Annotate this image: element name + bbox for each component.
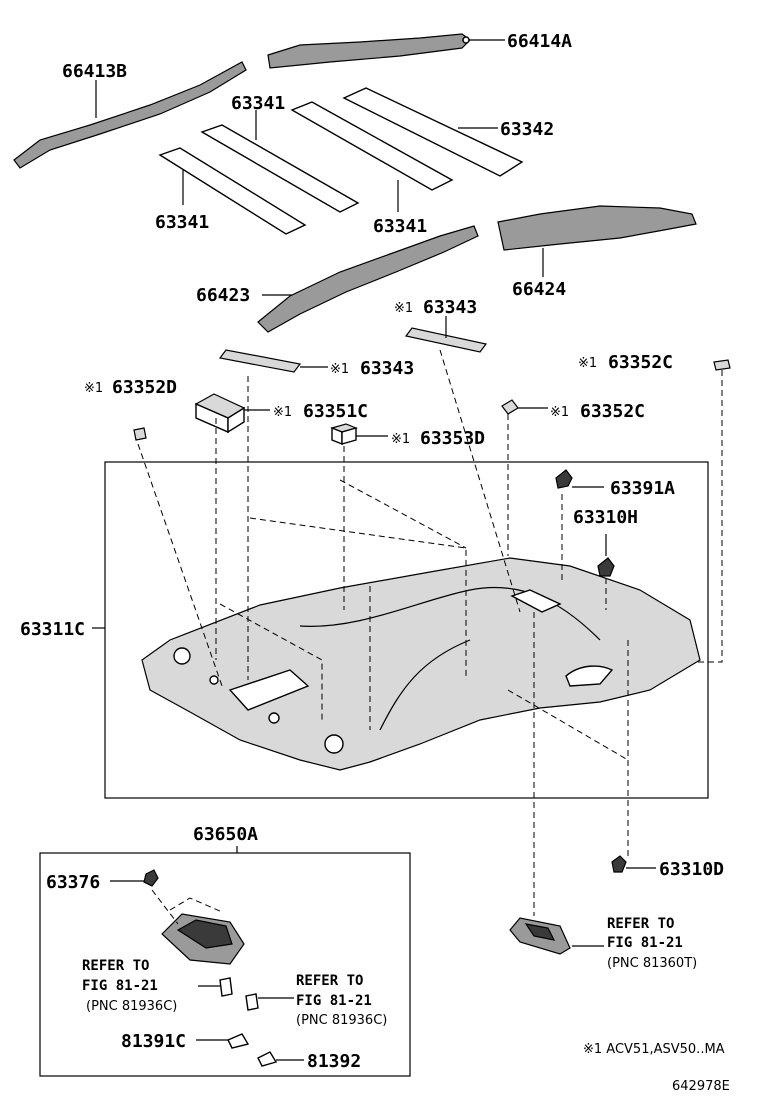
footnote: ※1 ACV51,ASV50..MA <box>583 1042 725 1057</box>
pad-63341-left <box>158 147 307 235</box>
label-63342: 63342 <box>500 119 554 140</box>
label-63352D: 63352D <box>112 377 177 398</box>
clip-63352C-top <box>713 359 731 371</box>
ref3-line3: (PNC 81360T) <box>607 956 697 971</box>
pad-63342 <box>342 87 524 177</box>
bulb-81936C-a <box>198 977 233 997</box>
ref2-line2: FIG 81-21 <box>296 993 372 1009</box>
pad-63341-mid <box>200 110 360 213</box>
label-63341-right: 63341 <box>373 216 427 237</box>
bulb-81936C-b <box>245 993 294 1011</box>
ref3-line2: FIG 81-21 <box>607 935 683 951</box>
console-63650A <box>151 889 245 965</box>
label-63341-mid: 63341 <box>231 93 285 114</box>
marker-63352C: ※1 <box>550 405 569 420</box>
ref1-line3: (PNC 81936C) <box>86 999 177 1014</box>
lamp-81360T <box>509 917 571 955</box>
label-63376: 63376 <box>46 872 100 893</box>
block-63351C <box>194 393 270 434</box>
label-63310H: 63310H <box>573 507 638 528</box>
label-63341-left: 63341 <box>155 212 209 233</box>
bolt-63376 <box>110 869 159 887</box>
rail-66424 <box>497 205 697 277</box>
part-66413B <box>13 61 247 169</box>
headliner-frame <box>104 461 709 799</box>
label-63311C: 63311C <box>20 619 85 640</box>
label-63351C: 63351C <box>303 401 368 422</box>
ref3-line1: REFER TO <box>607 916 674 932</box>
marker-63352D: ※1 <box>84 381 103 396</box>
lens-81392 <box>257 1051 304 1067</box>
marker-63343-top: ※1 <box>394 301 413 316</box>
pad-63341-right <box>290 101 454 212</box>
label-63650A: 63650A <box>193 824 258 845</box>
label-63310D: 63310D <box>659 859 724 880</box>
marker-63351C: ※1 <box>273 405 292 420</box>
clip-63391A <box>555 469 604 489</box>
tape-63343 <box>218 349 328 373</box>
block-63353D <box>330 423 388 446</box>
ref1-line2: FIG 81-21 <box>82 978 158 994</box>
label-81392: 81392 <box>307 1051 361 1072</box>
headliner-63311C <box>141 557 701 771</box>
part-66414A <box>267 33 505 69</box>
marker-63343: ※1 <box>330 362 349 377</box>
rail-66423 <box>257 225 479 333</box>
label-66424: 66424 <box>512 279 566 300</box>
ref1-line1: REFER TO <box>82 958 149 974</box>
marker-63352C-top: ※1 <box>578 356 597 371</box>
figure-code: 642978E <box>672 1079 730 1094</box>
clip-63310H <box>597 534 615 577</box>
label-81391C: 81391C <box>121 1031 186 1052</box>
label-63352C: 63352C <box>580 401 645 422</box>
label-66423: 66423 <box>196 285 250 306</box>
marker-63353D: ※1 <box>391 432 410 447</box>
label-66414A: 66414A <box>507 31 572 52</box>
clip-63310D <box>611 855 656 873</box>
clip-63352D <box>133 427 147 441</box>
label-63343: 63343 <box>360 358 414 379</box>
label-66413B: 66413B <box>62 61 127 82</box>
label-63352C-top: 63352C <box>608 352 673 373</box>
inset-63650A <box>39 852 411 1077</box>
label-63353D: 63353D <box>420 428 485 449</box>
clip-63352C <box>501 399 548 415</box>
lens-81391C <box>196 1033 250 1049</box>
assembly-lines <box>137 349 723 916</box>
ref2-line3: (PNC 81936C) <box>296 1013 387 1028</box>
tape-63343-top <box>404 316 488 353</box>
ref2-line1: REFER TO <box>296 973 363 989</box>
label-63391A: 63391A <box>610 478 675 499</box>
label-63343-top: 63343 <box>423 297 477 318</box>
